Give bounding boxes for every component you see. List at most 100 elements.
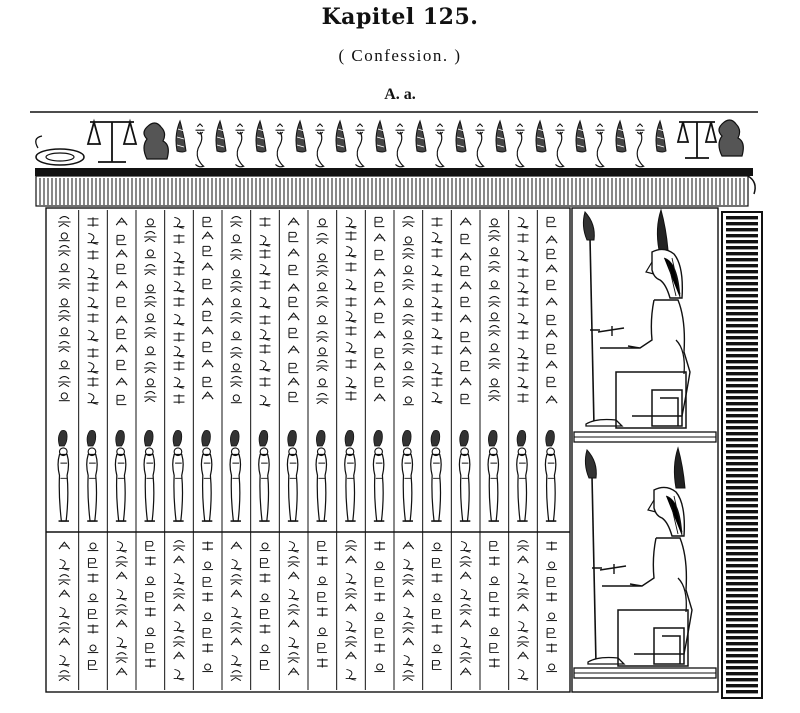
hieroglyph-sign	[488, 247, 501, 257]
hieroglyph-sign	[287, 283, 300, 292]
hieroglyph-sign	[287, 312, 300, 321]
hieroglyph-sign	[489, 591, 500, 603]
mummiform-judge-icon	[544, 429, 558, 522]
hieroglyph-sign	[202, 216, 213, 228]
hieroglyph-sign	[115, 604, 129, 616]
hieroglyph-sign	[402, 558, 415, 571]
hieroglyph-sign	[344, 325, 358, 337]
hieroglyph-sign	[402, 637, 415, 646]
hieroglyph-sign	[87, 329, 99, 342]
feather-icon	[375, 120, 387, 153]
hieroglyph-sign	[87, 361, 99, 374]
hieroglyph-sign	[545, 642, 558, 654]
cobra-icon	[194, 123, 206, 168]
hieroglyph-sign	[316, 378, 329, 388]
hieroglyph-sign	[172, 296, 186, 308]
hieroglyph-sign	[230, 541, 243, 550]
hieroglyph-sign	[115, 667, 128, 676]
hieroglyph-sign	[87, 644, 99, 654]
hieroglyph-sign	[431, 557, 443, 569]
hieroglyph-sign	[402, 298, 415, 308]
hieroglyph-sign	[546, 627, 557, 639]
hieroglyph-sign	[459, 571, 472, 580]
hieroglyph-sign	[115, 280, 128, 289]
hieroglyph-sign	[143, 264, 158, 276]
hieroglyph-sign	[259, 542, 271, 552]
hieroglyph-sign	[143, 391, 158, 403]
hieroglyph-sign	[87, 392, 99, 405]
hieroglyph-sign	[115, 540, 128, 553]
hieroglyph-sign	[258, 216, 272, 228]
hieroglyph-sign	[258, 279, 272, 291]
hieroglyph-sign	[144, 249, 157, 259]
baboon-icon	[143, 122, 169, 160]
hieroglyph-sign	[488, 312, 501, 322]
hieroglyph-sign	[173, 376, 185, 389]
hieroglyph-sign	[488, 576, 501, 586]
hieroglyph-sign	[545, 360, 558, 369]
hieroglyph-sign	[517, 651, 529, 660]
hieroglyph-sign	[287, 604, 301, 616]
hieroglyph-sign	[287, 217, 300, 226]
hieroglyph-sign	[201, 663, 214, 673]
hieroglyph-sign	[545, 329, 558, 338]
hieroglyph-sign	[173, 603, 185, 612]
hieroglyph-sign	[517, 312, 529, 325]
feather-icon	[215, 120, 227, 153]
hieroglyph-sign	[144, 218, 157, 228]
hieroglyph-sign	[344, 358, 358, 370]
hieroglyph-sign	[115, 619, 128, 628]
cobra-icon	[274, 123, 286, 168]
hieroglyph-sign	[517, 603, 529, 612]
hieroglyph-sign	[459, 377, 472, 386]
hieroglyph-sign	[287, 377, 300, 386]
hieroglyph-sign	[201, 561, 214, 571]
hieroglyph-sign	[344, 230, 358, 242]
hieroglyph-sign	[116, 328, 127, 340]
hieroglyph-sign	[288, 391, 299, 403]
hieroglyph-sign	[259, 608, 271, 620]
hieroglyph-sign	[259, 359, 271, 372]
cobra-icon	[474, 123, 486, 168]
hieroglyph-sign	[230, 363, 243, 373]
hieroglyph-sign	[545, 395, 558, 404]
hieroglyph-sign	[87, 232, 99, 245]
hieroglyph-sign	[201, 540, 214, 552]
hieroglyph-sign	[316, 576, 329, 586]
hieroglyph-sign	[402, 541, 415, 550]
hieroglyph-sign	[402, 361, 415, 371]
mummiform-judge-icon	[515, 429, 529, 522]
hieroglyph-sign	[259, 644, 271, 654]
hieroglyph-sign	[374, 281, 385, 293]
hieroglyph-sign	[344, 540, 358, 552]
hieroglyph-sign	[87, 296, 99, 309]
hieroglyph-sign	[259, 623, 271, 635]
hieroglyph-sign	[58, 232, 71, 242]
hieroglyph-sign	[316, 657, 329, 669]
hieroglyph-sign	[87, 608, 99, 620]
hieroglyph-sign	[115, 217, 128, 226]
hieroglyph-sign	[317, 642, 328, 654]
hieroglyph-sign	[116, 394, 127, 406]
hieroglyph-sign	[287, 588, 300, 601]
hieroglyph-sign	[57, 376, 72, 388]
hieroglyph-sign	[345, 651, 357, 660]
hieroglyph-sign	[373, 561, 386, 571]
hieroglyph-sign	[517, 620, 529, 633]
hieroglyph-sign	[87, 659, 99, 671]
hieroglyph-sign	[374, 312, 385, 324]
hieroglyph-sign	[374, 249, 385, 261]
hieroglyph-sign	[459, 252, 472, 261]
cobra-icon	[554, 123, 566, 168]
hieroglyph-sign	[315, 296, 330, 308]
hieroglyph-sign	[58, 360, 71, 370]
hieroglyph-sign	[545, 561, 558, 571]
hieroglyph-sign	[230, 269, 243, 279]
hieroglyph-sign	[401, 343, 416, 355]
hieroglyph-sign	[229, 376, 244, 388]
hieroglyph-sign	[173, 620, 185, 633]
page-title: Kapitel 125.	[321, 4, 479, 30]
hieroglyph-sign	[201, 612, 214, 622]
hieroglyph-sign	[173, 280, 185, 293]
hieroglyph-sign	[315, 360, 330, 372]
